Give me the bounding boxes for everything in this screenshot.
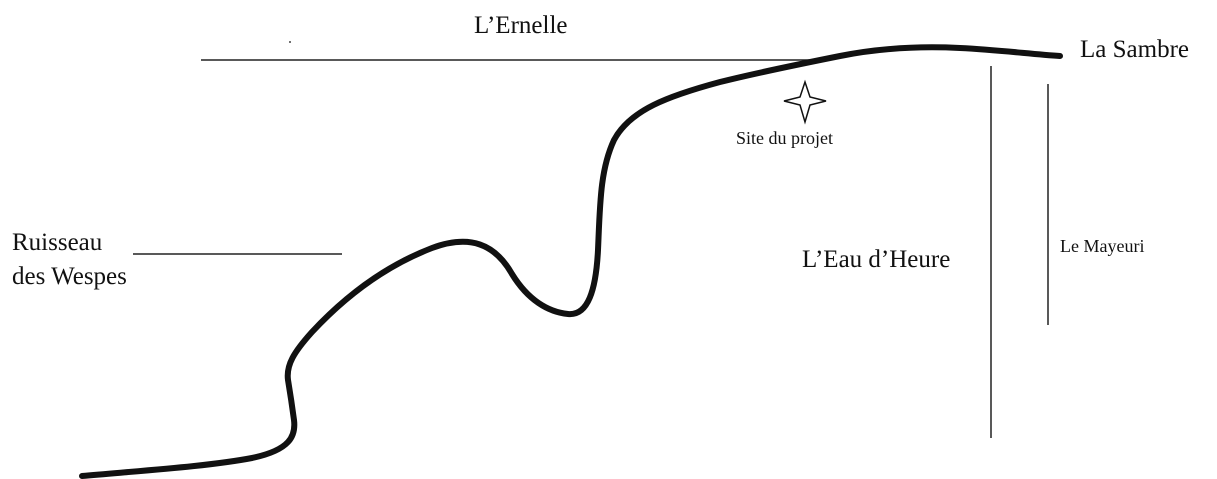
wespes-label-line2: des Wespes xyxy=(12,263,127,290)
ernelle-label: L’Ernelle xyxy=(474,12,568,39)
wespes-label-line1: Ruisseau xyxy=(12,229,103,256)
four-point-star-icon xyxy=(783,79,827,125)
mayeuri-label: Le Mayeuri xyxy=(1060,236,1145,256)
sambre-river xyxy=(79,44,1063,479)
stray-dot xyxy=(289,41,291,43)
eau-heure-label: L’Eau d’Heure xyxy=(802,246,951,273)
site-label: Site du projet xyxy=(736,128,833,148)
wespes-label: Ruisseau des Wespes xyxy=(12,226,127,294)
sambre-label: La Sambre xyxy=(1080,36,1189,63)
